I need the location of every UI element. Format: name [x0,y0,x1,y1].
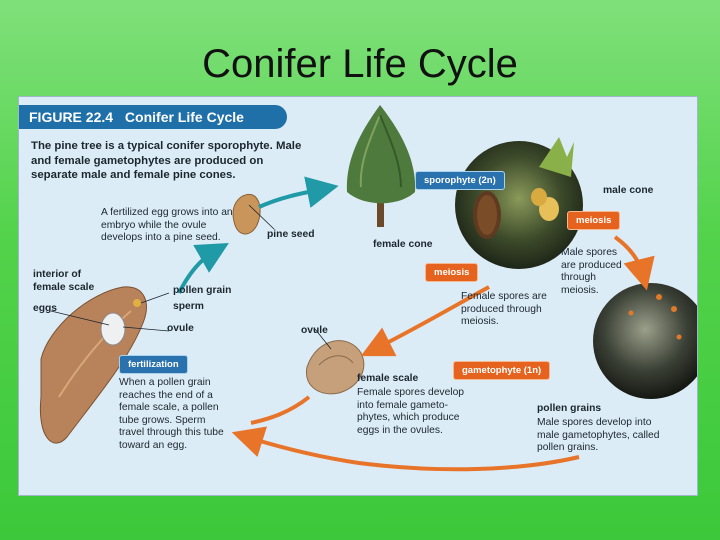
fertilization-text: When a pollen grain reaches the end of a… [119,377,229,453]
arrow-scale-to-fertilization [251,397,309,423]
arrow-seed-to-tree [259,189,323,207]
slide-title: Conifer Life Cycle [0,42,720,87]
arrow-pollen-to-scale [247,437,579,469]
pollen-grains-photo [593,283,697,399]
label-male-cone: male cone [603,185,653,196]
figure-intro: The pine tree is a typical conifer sporo… [31,139,311,183]
tag-fertilization: fertilization [119,355,188,374]
female-scale-text: Female spores develop into female gameto… [357,387,469,437]
female-spores-text: Female spores are produced through meios… [461,291,561,329]
tag-sporophyte: sporophyte (2n) [415,171,505,190]
label-pine-seed: pine seed [267,229,315,240]
label-ovule-center: ovule [301,325,328,336]
label-female-cone: female cone [373,239,433,250]
label-pollen-grains: pollen grains [537,403,601,414]
figure-panel: FIGURE 22.4 Conifer Life Cycle The pine … [18,96,698,496]
label-interior-female-scale: interior of female scale [33,269,113,294]
label-pollen-grain: pollen grain [173,285,231,296]
female-scale-illustration [306,329,363,394]
embryo-text: A fertilized egg grows into an embryo wh… [101,207,241,245]
label-ovule-left: ovule [167,323,194,334]
figure-number: FIGURE 22.4 [29,109,113,125]
pine-tree-illustration [347,105,415,227]
tag-meiosis-center: meiosis [425,263,478,282]
figure-heading: Conifer Life Cycle [125,109,244,125]
figure-header: FIGURE 22.4 Conifer Life Cycle [19,105,287,129]
tag-meiosis-right: meiosis [567,211,620,230]
male-spores-text: Male spores are produced through meiosis… [561,247,631,297]
label-female-scale: female scale [357,373,418,384]
pollen-grains-text: Male spores develop into male gametophyt… [537,417,669,455]
label-sperm: sperm [173,301,204,312]
tag-gametophyte: gametophyte (1n) [453,361,550,380]
label-eggs: eggs [33,303,57,314]
